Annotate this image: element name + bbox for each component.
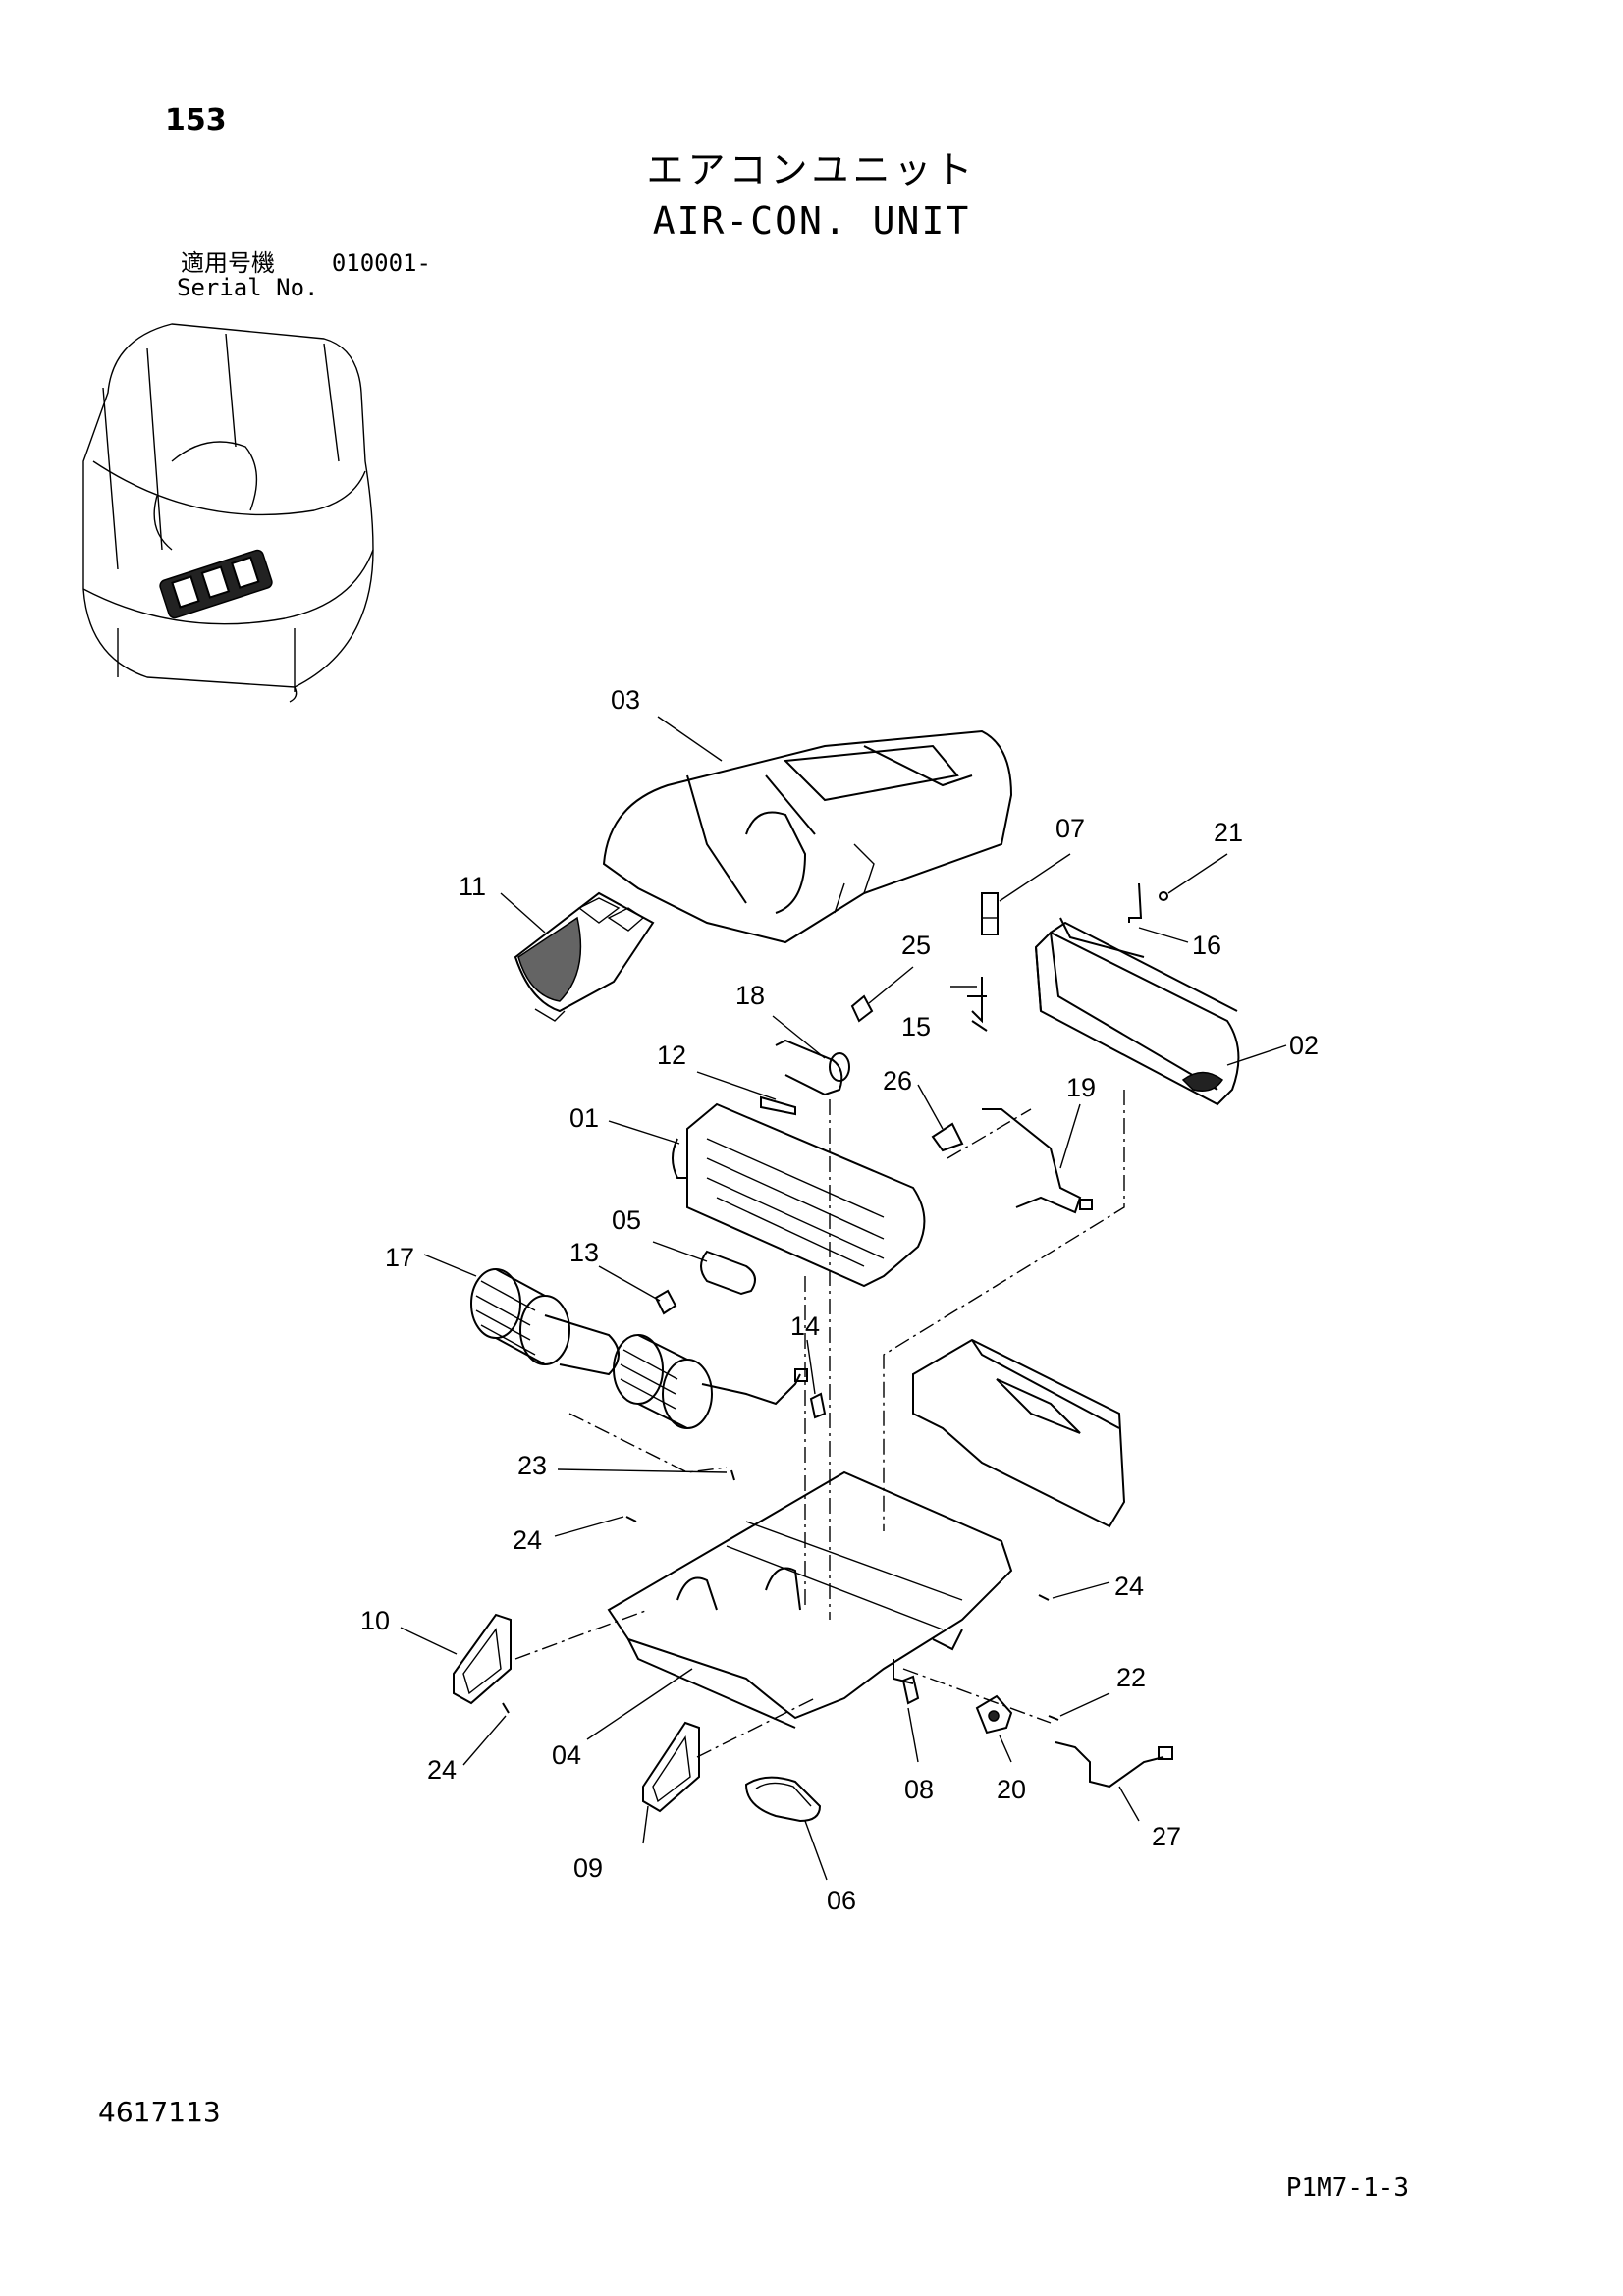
callout-01: 01: [569, 1103, 599, 1133]
part-15-clip: [967, 977, 988, 1032]
part-14: [809, 1392, 827, 1419]
part-12-strip: [760, 1095, 796, 1116]
callout-07: 07: [1055, 814, 1085, 843]
part-27-harness: [1055, 1741, 1173, 1789]
part-09-gasket: [642, 1721, 700, 1813]
part-11-filter: [514, 891, 655, 1022]
part-23: [730, 1469, 735, 1481]
callout-06: 06: [827, 1886, 856, 1915]
part-03-upper-case: [602, 729, 1013, 944]
part-24-c: [502, 1702, 510, 1714]
callout-19: 19: [1066, 1073, 1096, 1102]
callout-18: 18: [735, 981, 765, 1010]
serial-label-ja: 適用号機: [181, 249, 275, 277]
page-reference: P1M7-1-3: [1285, 2173, 1409, 2203]
callout-09: 09: [573, 1853, 603, 1883]
callout-26: 26: [883, 1066, 912, 1095]
part-18-actuator: [775, 1039, 850, 1096]
callout-13: 13: [569, 1238, 599, 1267]
part-06-cover: [744, 1776, 822, 1823]
document-number: 4617113: [98, 2096, 221, 2128]
part-26-19-harness: [931, 1108, 1093, 1214]
callout-03: 03: [611, 685, 640, 715]
callout-23: 23: [517, 1451, 547, 1480]
part-08: [901, 1675, 920, 1705]
part-25: [850, 994, 874, 1023]
callout-27: 27: [1152, 1822, 1181, 1851]
part-20-switch: [975, 1694, 1013, 1735]
callout-21: 21: [1214, 818, 1243, 847]
part-04-lower-case: [607, 1470, 1013, 1729]
part-13: [654, 1289, 677, 1315]
callout-05: 05: [612, 1205, 641, 1235]
callout-labels: 03 11 07 21 16 25 18 15 02 12 26 19 01 0…: [360, 685, 1319, 1915]
callout-16: 16: [1192, 931, 1221, 960]
part-10-gasket: [453, 1613, 512, 1705]
part-07: [981, 892, 999, 935]
duct-right: [912, 1338, 1126, 1528]
cab-location-inset: [82, 323, 374, 703]
part-24-a: [625, 1516, 637, 1522]
callout-14: 14: [790, 1311, 820, 1341]
serial-block: 適用号機 010001- Serial No.: [177, 249, 431, 300]
serial-value: 010001-: [331, 249, 431, 277]
callout-22: 22: [1116, 1663, 1146, 1692]
callout-02: 02: [1289, 1031, 1319, 1060]
page-number: 153: [165, 103, 227, 137]
callout-25: 25: [901, 931, 931, 960]
assembly-lines: [514, 1090, 1125, 1758]
title-japanese: エアコンユニット: [646, 148, 977, 191]
part-02-heater-core: [1034, 921, 1240, 1106]
callout-20: 20: [997, 1775, 1026, 1804]
part-17-blower: [470, 1268, 808, 1429]
part-24-b: [1038, 1594, 1050, 1601]
title-english: AIR-CON. UNIT: [652, 199, 971, 242]
leader-lines: [400, 716, 1287, 1881]
part-01-evaporator: [672, 1102, 926, 1288]
callout-15: 15: [901, 1012, 931, 1041]
callout-24-c: 24: [427, 1755, 457, 1785]
callout-10: 10: [360, 1606, 390, 1635]
callout-17: 17: [385, 1243, 414, 1272]
serial-label-en: Serial No.: [177, 274, 319, 302]
callout-11: 11: [459, 872, 486, 901]
callout-12: 12: [657, 1041, 686, 1070]
callout-04: 04: [552, 1740, 581, 1770]
part-05: [700, 1250, 756, 1296]
part-22: [1048, 1715, 1059, 1721]
callout-24-b: 24: [1114, 1572, 1144, 1601]
callout-08: 08: [904, 1775, 934, 1804]
callout-24-a: 24: [513, 1525, 542, 1555]
